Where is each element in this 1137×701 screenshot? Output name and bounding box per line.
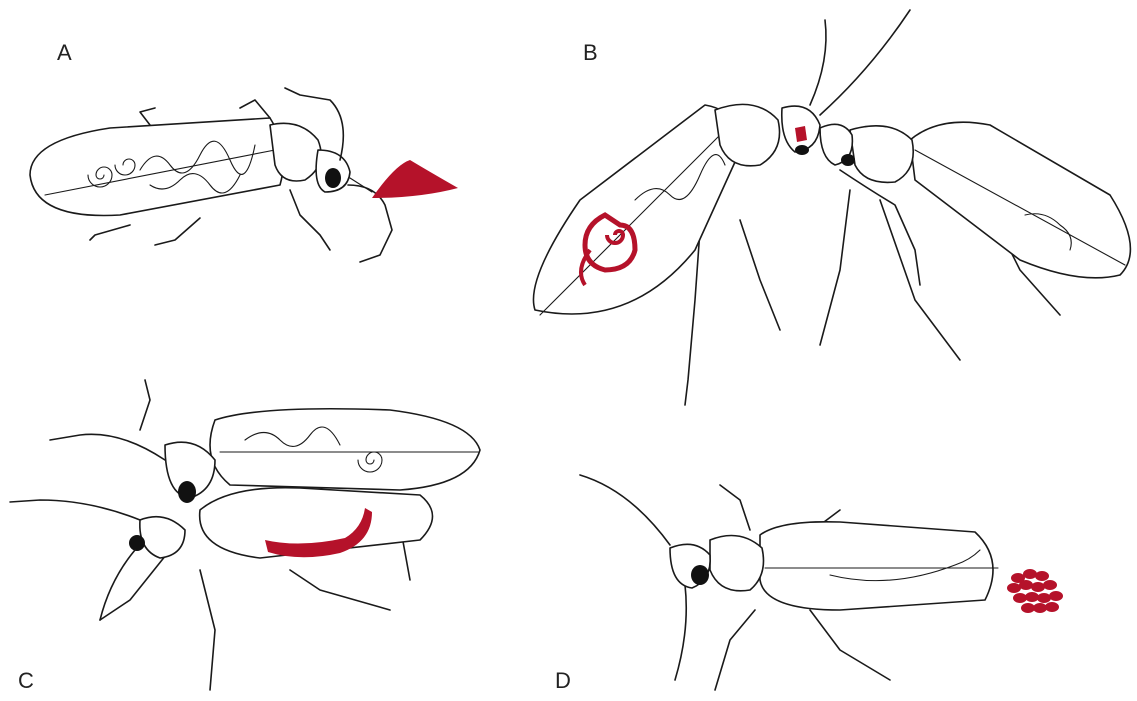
beetle-b-right-elytra (910, 122, 1130, 278)
beetle-d-red-egg-cluster (1007, 569, 1063, 613)
beetle-a-eye (325, 168, 341, 188)
beetle-a-leg (155, 218, 200, 245)
beetle-b-red-mark (795, 126, 807, 142)
panel-b (520, 0, 1137, 420)
panel-c (0, 370, 560, 701)
beetle-c-upper-eye (178, 481, 196, 503)
beetle-a-leg (240, 100, 270, 118)
beetle-c-leg (100, 550, 170, 620)
beetle-b-right-pronotum (850, 126, 913, 183)
beetle-d-pronotum (710, 536, 764, 591)
beetle-c-lower-eye (129, 535, 145, 551)
beetle-a-leg (290, 190, 330, 250)
panel-a (0, 0, 560, 330)
beetle-d-antenna (675, 585, 686, 680)
beetle-b-antenna (820, 10, 910, 115)
beetle-b-right-eye (841, 154, 855, 166)
beetle-b-drawing (520, 0, 1137, 420)
beetle-a-drawing (0, 0, 560, 330)
beetle-b-leg (820, 190, 850, 345)
beetle-b-antenna (840, 170, 920, 285)
beetle-c-antenna (50, 434, 165, 460)
beetle-c-leg (200, 570, 215, 690)
panel-label-c: C (18, 670, 34, 692)
beetle-d-antenna (580, 475, 670, 545)
beetle-c-leg (140, 380, 150, 430)
beetle-d-leg (810, 610, 890, 680)
beetle-b-antenna (810, 20, 826, 105)
beetle-c-lower-pronotum (140, 517, 185, 558)
beetle-d-elytra (760, 522, 993, 610)
beetle-d-eye (691, 565, 709, 585)
panel-label-a: A (57, 42, 72, 64)
beetle-b-left-elytra (533, 105, 745, 314)
beetle-d-leg (715, 610, 755, 690)
beetle-b-leg (740, 220, 780, 330)
beetle-a-leg (140, 108, 155, 125)
beetle-c-antenna (10, 500, 140, 520)
beetle-a-red-secretion (372, 160, 458, 198)
beetle-d-leg (720, 485, 750, 530)
panel-d (540, 440, 1137, 701)
beetle-b-left-eye (795, 145, 809, 155)
beetle-a-leg (90, 225, 130, 240)
beetle-c-leg (290, 570, 390, 610)
beetle-c-antenna (100, 550, 135, 620)
beetle-a-elytra (30, 118, 283, 216)
panel-label-d: D (555, 670, 571, 692)
beetle-d-drawing (540, 440, 1137, 701)
beetle-c-drawing (0, 370, 560, 701)
panel-label-b: B (583, 42, 598, 64)
beetle-c-upper-elytra (210, 409, 480, 490)
